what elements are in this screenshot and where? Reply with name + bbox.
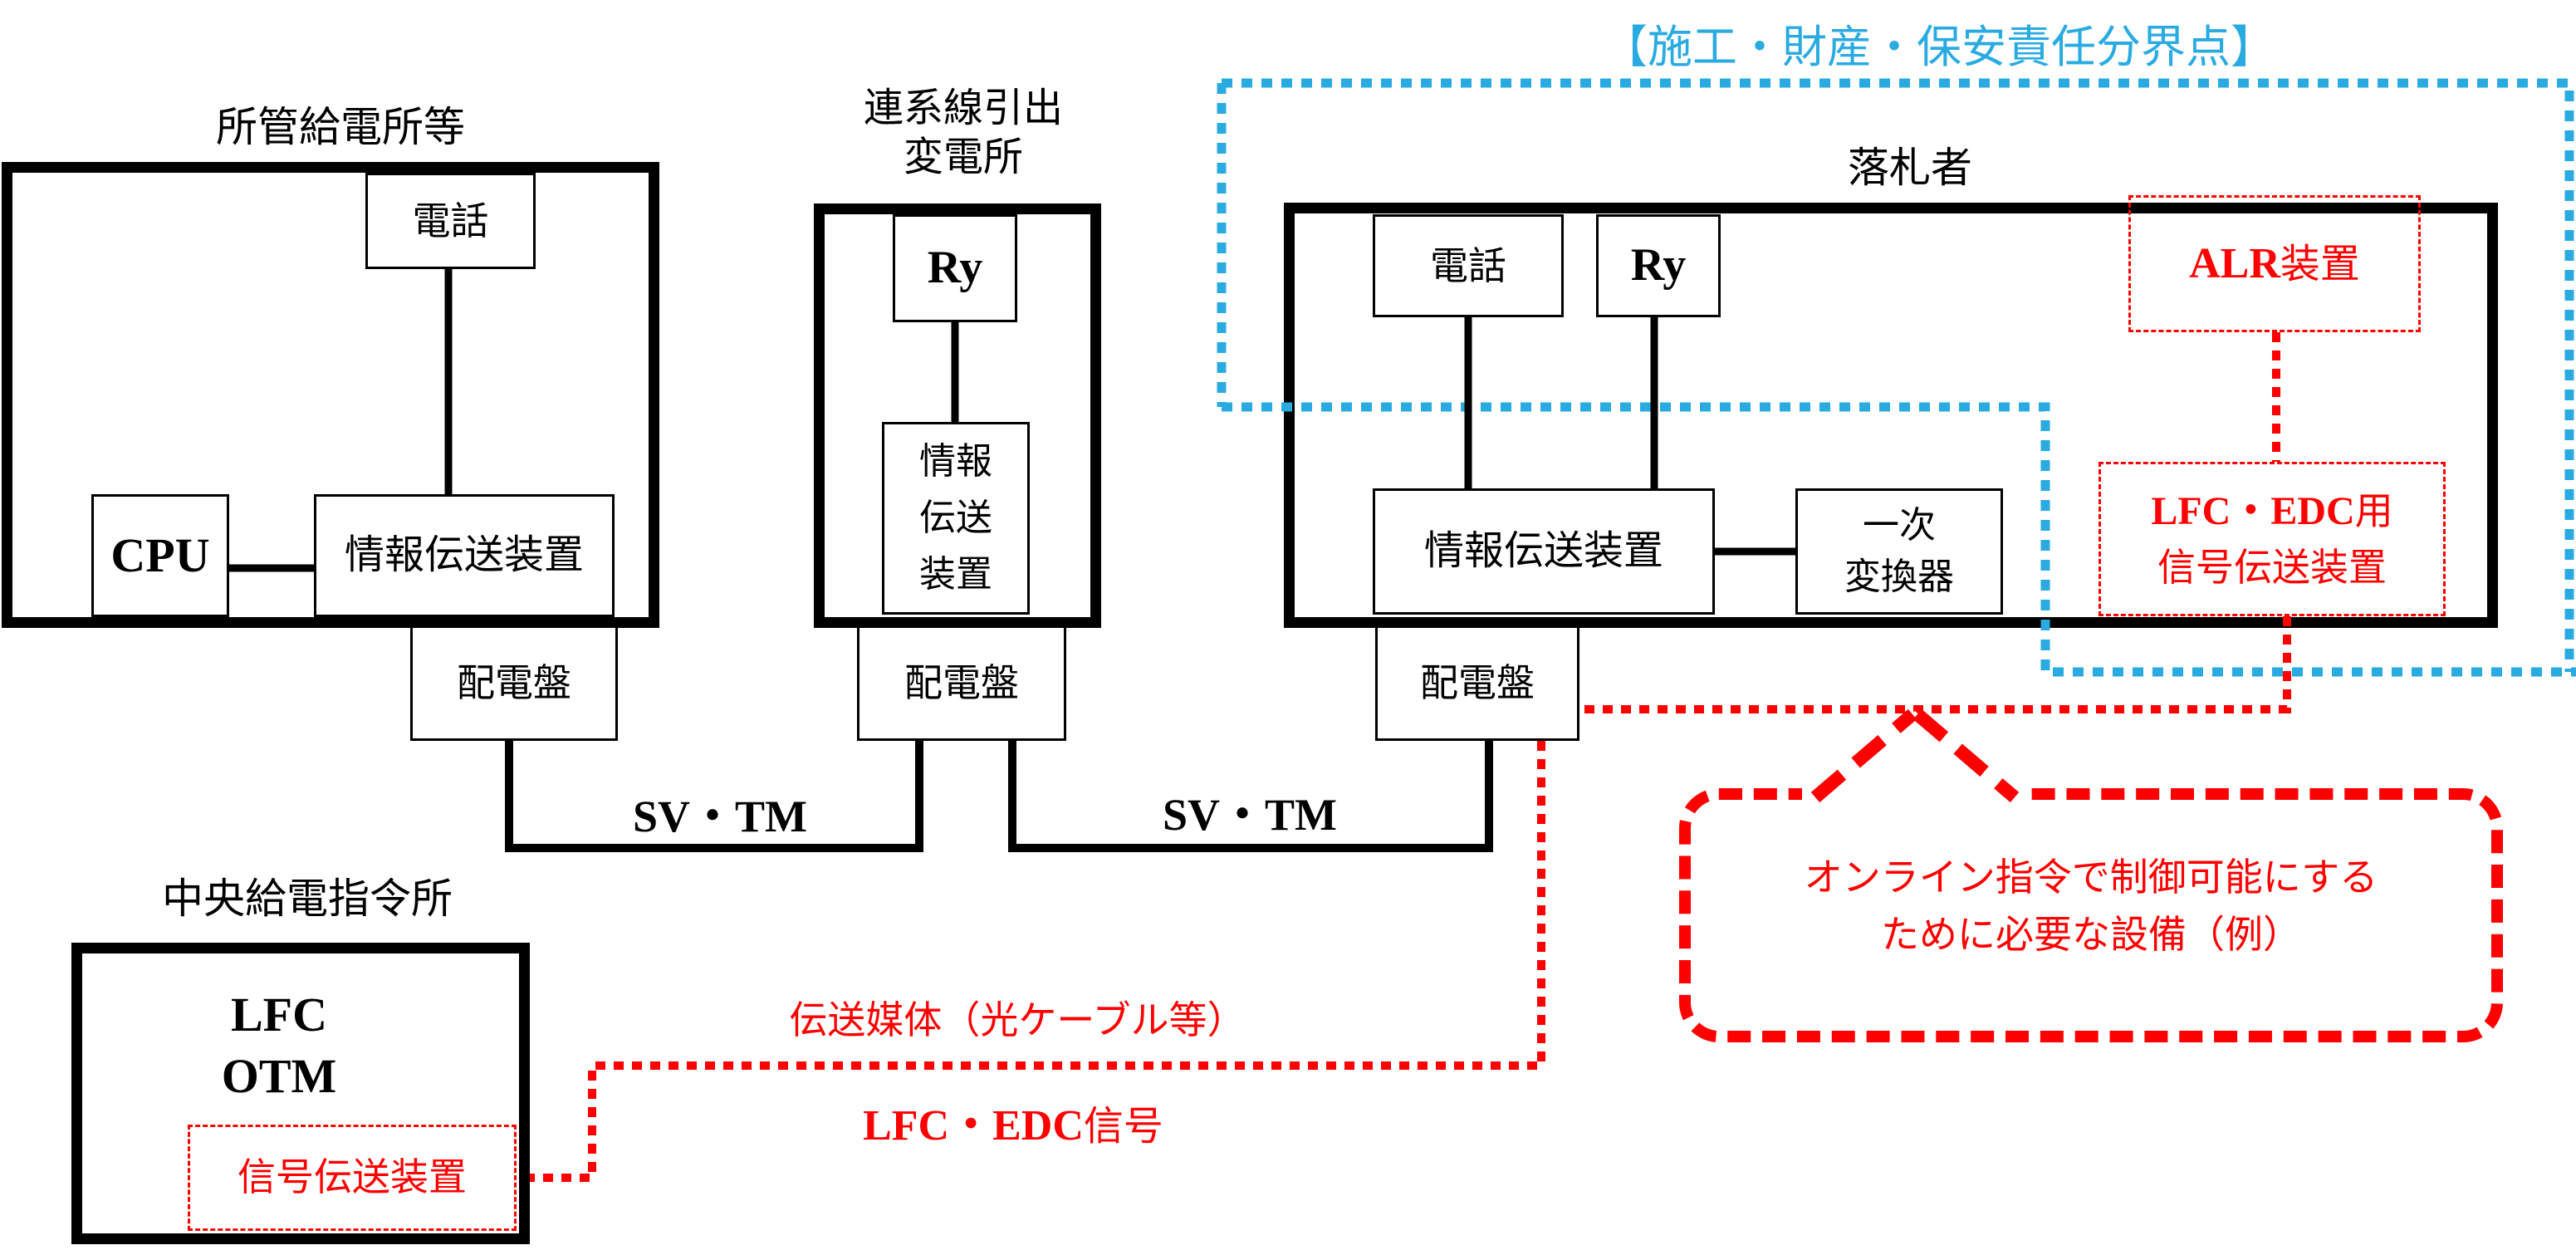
winner-title: 落札者 xyxy=(1848,145,1972,191)
line-lfc-device-to-switchboard xyxy=(1579,616,2291,713)
otm-label: OTM xyxy=(221,1049,337,1104)
dispatch-office-box xyxy=(2,162,659,628)
substation-relay-box: Ry xyxy=(893,214,1017,322)
winner-transmission-box: 情報伝送装置 xyxy=(1373,488,1715,615)
callout-pointer-gap xyxy=(1802,782,2028,808)
callout-line1: オンライン指令で制御可能にする xyxy=(1804,855,2378,899)
winner-switchboard-box: 配電盤 xyxy=(1375,625,1579,741)
central-systems-label: LFC OTM xyxy=(154,984,404,1107)
substation-switchboard-label: 配電盤 xyxy=(904,661,1019,705)
winner-relay-label: Ry xyxy=(1630,239,1687,292)
lfc-edc-signal-latin: LFC・EDC xyxy=(863,1102,1084,1150)
dispatch-office-title: 所管給電所等 xyxy=(216,104,465,150)
alr-device-label-latin: ALR xyxy=(2189,239,2280,287)
lfc-edc-signal-jp: 信号 xyxy=(1083,1105,1163,1149)
alr-device-label-jp: 装置 xyxy=(2280,242,2360,287)
substation-transmission-line2: 伝送 xyxy=(919,497,992,538)
primary-converter-line1: 一次 xyxy=(1863,505,1936,547)
primary-converter-box: 一次 変換器 xyxy=(1795,488,2003,615)
central-dispatch-box xyxy=(71,943,530,1244)
sv-tm-right-label: SV・TM xyxy=(1162,790,1337,840)
central-signal-device-label: 信号伝送装置 xyxy=(238,1155,467,1199)
central-signal-device-box: 信号伝送装置 xyxy=(188,1125,517,1231)
substation-transmission-line3: 装置 xyxy=(919,554,992,596)
dispatch-switchboard-label: 配電盤 xyxy=(457,661,571,705)
dispatch-phone-box: 電話 xyxy=(365,173,536,269)
winner-switchboard-label: 配電盤 xyxy=(1420,661,1535,705)
transmission-medium-label: 伝送媒体（光ケーブル等） xyxy=(789,998,1246,1042)
dispatch-transmission-box: 情報伝送装置 xyxy=(314,494,615,617)
central-dispatch-title: 中央給電指令所 xyxy=(162,875,453,922)
substation-relay-label: Ry xyxy=(927,242,983,294)
substation-box xyxy=(814,203,1101,628)
winner-phone-box: 電話 xyxy=(1373,214,1564,317)
lfc-edc-device-line1-latin: LFC・EDC xyxy=(2151,488,2355,533)
substation-transmission-box: 情報 伝送 装置 xyxy=(882,422,1030,615)
lfc-edc-signal-label: LFC・EDC信号 xyxy=(789,1090,1237,1152)
dispatch-transmission-label: 情報伝送装置 xyxy=(344,532,584,577)
lfc-edc-device-line1-jp: 用 xyxy=(2354,488,2393,532)
boundary-title: 【施工・財産・保安責任分界点】 xyxy=(1603,22,2275,72)
callout-line2: ために必要な設備（例） xyxy=(1881,913,2301,956)
dispatch-phone-label: 電話 xyxy=(412,199,489,243)
winner-phone-label: 電話 xyxy=(1430,243,1506,287)
cpu-label: CPU xyxy=(110,527,210,582)
substation-title-line2: 変電所 xyxy=(903,135,1023,179)
winner-transmission-label: 情報伝送装置 xyxy=(1423,528,1663,573)
substation-transmission-line1: 情報 xyxy=(919,440,992,482)
sv-tm-left-label: SV・TM xyxy=(632,792,807,841)
winner-relay-box: Ry xyxy=(1596,214,1721,317)
callout-text: オンライン指令で制御可能にする ために必要な設備（例） xyxy=(1712,849,2470,963)
substation-switchboard-box: 配電盤 xyxy=(857,625,1066,741)
lfc-edc-device-line2: 信号伝送装置 xyxy=(2157,546,2387,590)
dispatch-switchboard-box: 配電盤 xyxy=(410,625,618,741)
alr-device-box: ALR装置 xyxy=(2128,195,2421,332)
lfc-edc-device-box: LFC・EDC用 信号伝送装置 xyxy=(2099,462,2446,616)
lfc-label: LFC xyxy=(231,988,327,1042)
substation-title: 連系線引出 変電所 xyxy=(839,85,1088,182)
cpu-box: CPU xyxy=(91,494,229,617)
substation-title-line1: 連系線引出 xyxy=(863,86,1063,130)
primary-converter-line2: 変換器 xyxy=(1844,556,1954,597)
